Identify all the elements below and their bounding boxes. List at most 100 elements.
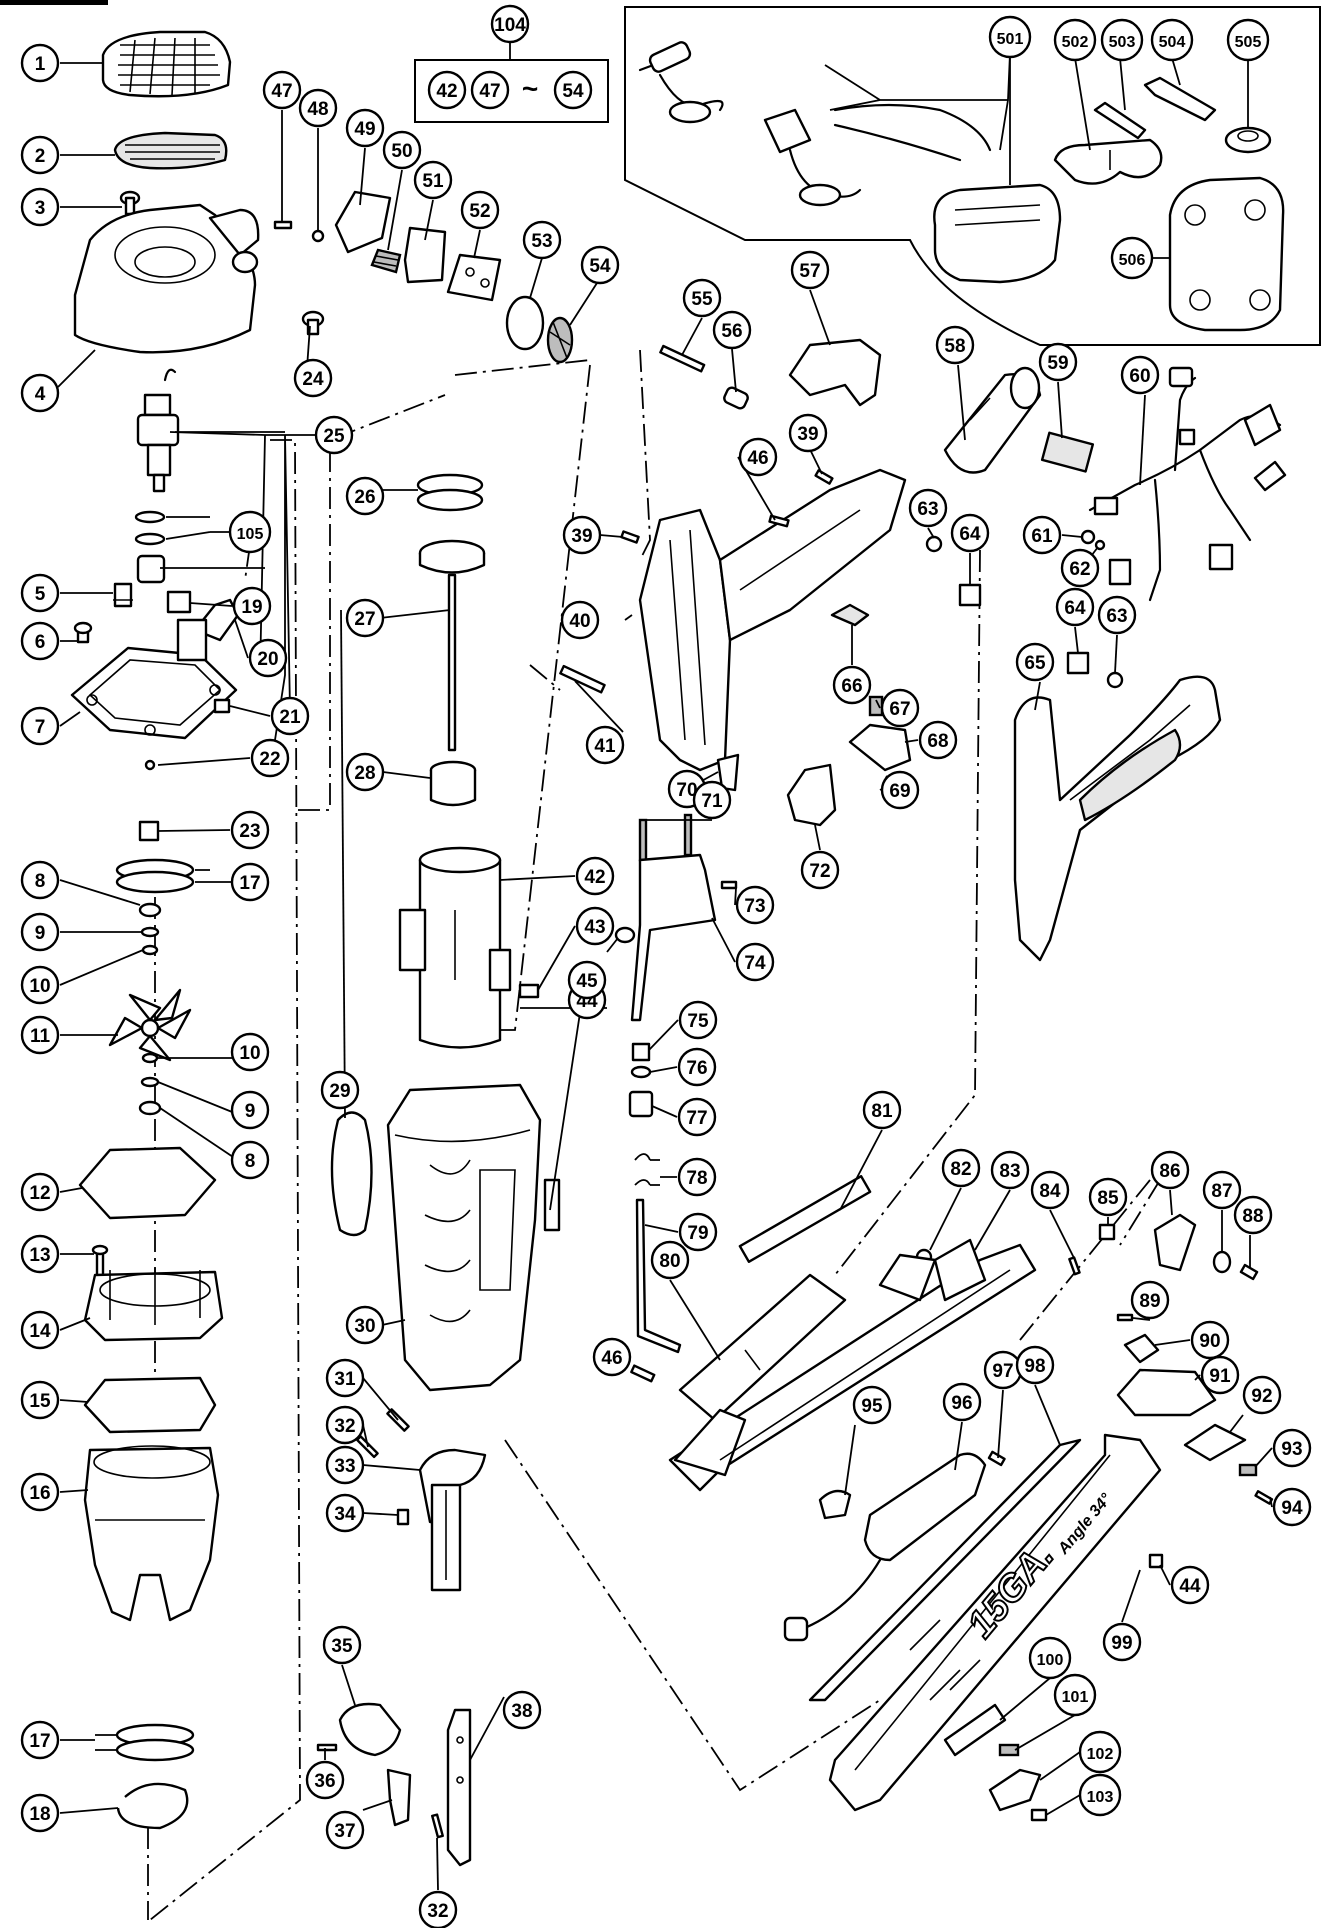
callout-number: 27 (354, 609, 375, 630)
part-pin-55 (659, 344, 706, 373)
callout-47: 47 (262, 70, 302, 110)
accessory-frame (624, 6, 1321, 346)
part-gasket-12 (78, 1146, 217, 1220)
callout-number: 32 (334, 1416, 355, 1437)
callout-19: 19 (232, 586, 272, 626)
callout-24: 24 (293, 358, 333, 398)
part-lower-housing (83, 1445, 220, 1622)
callout-69: 69 (880, 770, 920, 810)
part-filter-50 (370, 248, 402, 274)
callout-number: 502 (1062, 34, 1089, 51)
callout-number: 97 (992, 1361, 1013, 1382)
callout-number: 2 (35, 146, 46, 167)
callout-46: 46 (592, 1337, 632, 1377)
callout-number: 24 (302, 369, 324, 390)
part-top-cap (73, 203, 260, 354)
part-stack-8-9-10-lower (138, 1052, 162, 1116)
callout-23: 23 (230, 810, 270, 850)
part-cube-64-lower (1066, 651, 1090, 675)
callout-503: 503 (1100, 18, 1144, 62)
callout-number: 48 (307, 99, 328, 120)
callout-17: 17 (20, 1720, 60, 1760)
part-nose-33 (418, 1448, 487, 1592)
callout-505: 505 (1226, 18, 1270, 62)
callout-number: 32 (427, 1901, 448, 1922)
part-safety-glasses-502 (1053, 138, 1163, 185)
callout-number: 101 (1062, 1689, 1089, 1706)
callout-84: 84 (1030, 1170, 1070, 1210)
part-head-plate (70, 618, 238, 740)
callout-number: 503 (1109, 34, 1136, 51)
part-label-45 (543, 1178, 561, 1232)
callout-44: 44 (1170, 1565, 1210, 1605)
callout-78: 78 (677, 1157, 717, 1197)
callout-60: 60 (1120, 355, 1160, 395)
callout-number: 70 (676, 780, 697, 801)
callout-61: 61 (1022, 515, 1062, 555)
callout-2: 2 (20, 135, 60, 175)
callout-number: 81 (871, 1101, 893, 1122)
part-screw-6 (73, 621, 93, 644)
callout-28: 28 (345, 752, 385, 792)
callout-number: 91 (1209, 1366, 1231, 1387)
part-latch-102 (988, 1768, 1042, 1812)
callout-number: 39 (571, 526, 592, 547)
callout-502: 502 (1053, 18, 1097, 62)
callout-41: 41 (585, 725, 625, 765)
part-cube-19 (166, 590, 192, 614)
callout-103: 103 (1078, 1773, 1122, 1817)
callout-37: 37 (325, 1810, 365, 1850)
callout-number: 95 (861, 1396, 883, 1417)
callout-number: 61 (1031, 526, 1053, 547)
callout-number: 79 (687, 1223, 708, 1244)
callout-9: 9 (20, 912, 60, 952)
callout-number: 88 (1242, 1206, 1263, 1227)
callout-72: 72 (800, 850, 840, 890)
callout-number: 5 (35, 584, 46, 605)
part-screw-73 (720, 880, 738, 890)
callout-number: 31 (334, 1369, 356, 1390)
callout-number: 9 (245, 1101, 256, 1122)
part-magazine-98 (808, 1438, 1082, 1702)
callout-number: 12 (29, 1183, 50, 1204)
callout-number: 73 (744, 896, 765, 917)
part-cylinder-42 (398, 846, 512, 1049)
part-bushing-75 (631, 1042, 651, 1062)
part-rings-17-lower (115, 1723, 195, 1762)
callout-98: 98 (1015, 1345, 1055, 1385)
callout-3: 3 (20, 187, 60, 227)
callout-8: 8 (230, 1140, 270, 1180)
callout-64: 64 (950, 513, 990, 553)
svg-text:104: 104 (494, 15, 526, 36)
callout-number: 37 (334, 1821, 355, 1842)
callout-number: 57 (799, 261, 820, 282)
callout-number: 71 (701, 791, 723, 812)
callout-10: 10 (20, 965, 60, 1005)
kit-item-47: 47 (479, 81, 500, 102)
part-contact-arm-38 (446, 1708, 472, 1867)
callout-number: 35 (331, 1636, 353, 1657)
callout-39: 39 (788, 413, 828, 453)
callout-number: 52 (469, 201, 490, 222)
part-nut-44-right (1148, 1553, 1164, 1569)
callout-layer: 1234567889910101112131415161717181920212… (20, 15, 1312, 1928)
callout-79: 79 (678, 1212, 718, 1252)
callout-number: 14 (29, 1321, 51, 1342)
part-spring-71-b (683, 813, 693, 857)
callout-number: 23 (239, 821, 260, 842)
callout-number: 39 (797, 424, 818, 445)
callout-number: 13 (29, 1245, 50, 1266)
callout-58: 58 (935, 325, 975, 365)
callout-number: 15 (29, 1391, 51, 1412)
callout-number: 7 (35, 717, 46, 738)
part-adapter-505 (1224, 126, 1272, 154)
callout-number: 41 (594, 736, 616, 757)
part-screw-24 (301, 310, 325, 336)
callout-39: 39 (562, 515, 602, 555)
callout-number: 34 (334, 1504, 356, 1525)
callout-56: 56 (712, 310, 752, 350)
part-gasket-29 (330, 1111, 373, 1237)
callout-87: 87 (1202, 1170, 1242, 1210)
callout-number: 63 (917, 499, 938, 520)
